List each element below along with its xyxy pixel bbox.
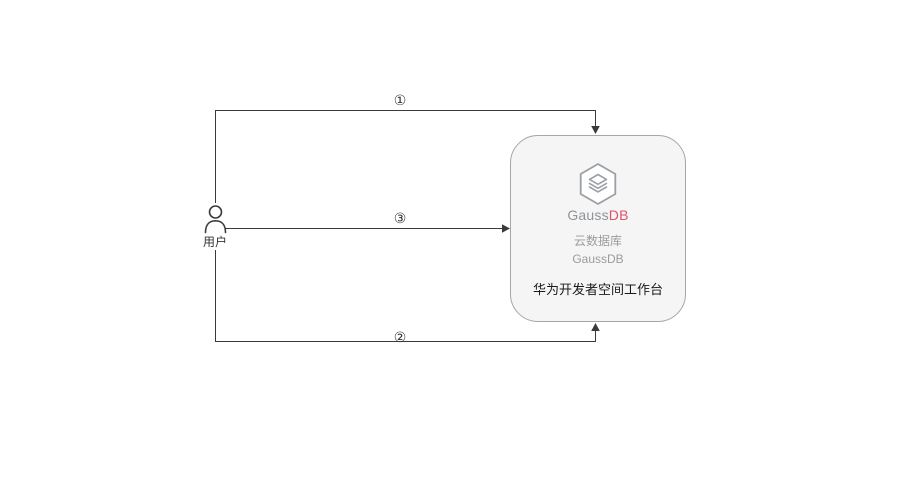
arrow-step1-head [591, 126, 600, 134]
service-name-cn: 云数据库 [573, 234, 622, 248]
gaussdb-box: GaussDB 云数据库 GaussDB 华为开发者空间工作台 [510, 135, 686, 322]
arrow-step3-label: ③ [393, 210, 407, 226]
gaussdb-wordmark-gauss: Gauss [567, 207, 609, 223]
workbench-title: 华为开发者空间工作台 [532, 282, 663, 297]
arrow-step3-head [502, 224, 510, 233]
gaussdb-wordmark: GaussDB [567, 207, 628, 223]
arrow-step1-label: ① [393, 92, 407, 108]
service-name-en: GaussDB [572, 252, 624, 266]
user-label: 用户 [202, 235, 227, 249]
arrow-step2-head [591, 323, 600, 331]
gaussdb-logo-icon [579, 163, 617, 205]
arrow-step2-line [215, 250, 596, 342]
arrow-step2-label: ② [393, 329, 407, 345]
arrow-step1-line [215, 110, 596, 203]
user-icon [204, 205, 227, 234]
gaussdb-wordmark-db: DB [608, 207, 629, 223]
